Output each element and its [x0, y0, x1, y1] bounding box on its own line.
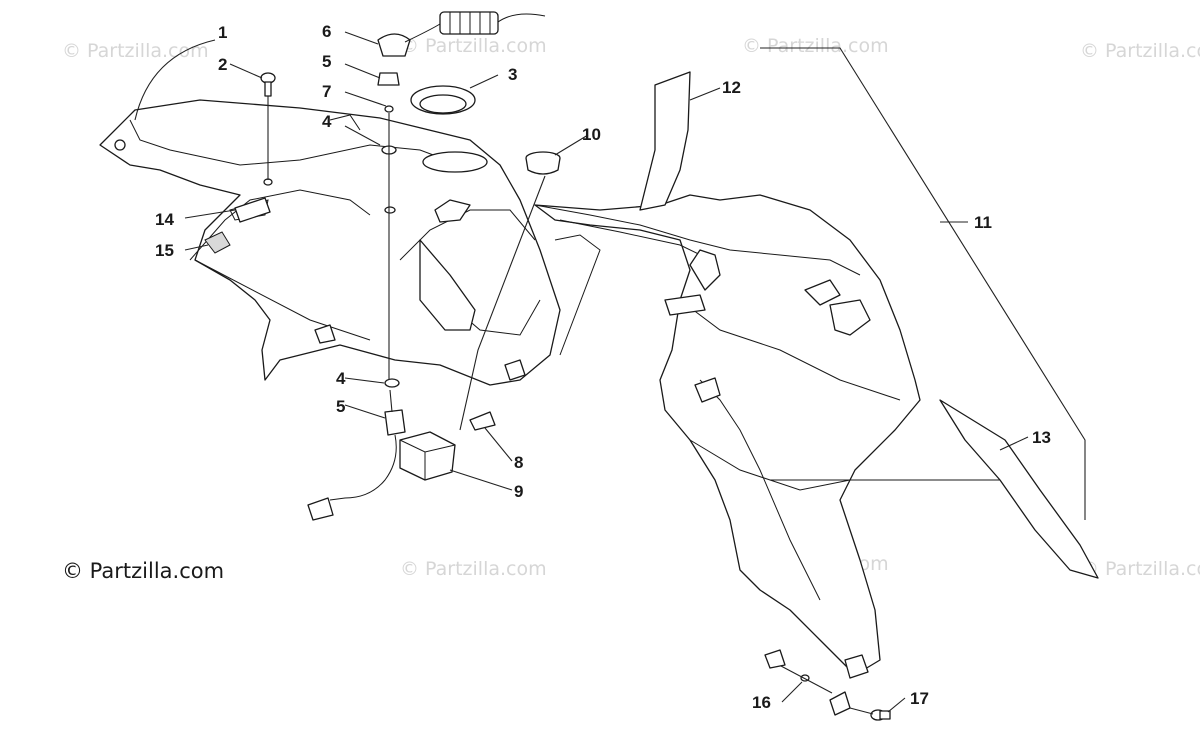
- left-console-panel: [99, 99, 561, 386]
- callout-14: 14: [155, 210, 174, 229]
- callout-17: 17: [910, 689, 929, 708]
- callout-4-lower: 4: [336, 369, 346, 388]
- watermark: © Partzilla.com: [400, 35, 547, 57]
- nut-5-upper: [377, 72, 400, 86]
- callout-7: 7: [322, 82, 331, 101]
- callout-12: 12: [722, 78, 741, 97]
- callout-4-upper: 4: [322, 112, 332, 131]
- watermark: © Partzilla.com: [742, 35, 889, 57]
- sensor-5-lower: [307, 409, 406, 521]
- decal-14: [234, 197, 271, 223]
- ring-3: [410, 85, 476, 115]
- cap-6: [377, 11, 546, 57]
- washer-7: [384, 105, 394, 113]
- watermark: © Partzilla.com: [400, 558, 547, 580]
- watermark: © Partzilla.com: [1080, 40, 1200, 62]
- callouts: 1 2 3 4 4 5 5 6 7 8 9 10 11 12 13 14 15 …: [155, 22, 1051, 712]
- callout-16: 16: [752, 693, 771, 712]
- decal-15: [204, 231, 231, 254]
- right-side-panel: [534, 194, 1005, 679]
- screw-17: [870, 709, 891, 721]
- callout-2: 2: [218, 55, 227, 74]
- watermark-main: © Partzilla.com: [62, 559, 224, 583]
- clip-16: [764, 649, 786, 669]
- callout-5-upper: 5: [322, 52, 331, 71]
- callout-9: 9: [514, 482, 523, 501]
- watermark: © Partzilla.com: [1080, 558, 1200, 580]
- callout-1: 1: [218, 23, 227, 42]
- decal-12: [639, 71, 691, 211]
- callout-8: 8: [514, 453, 523, 472]
- callout-3: 3: [508, 65, 517, 84]
- callout-13: 13: [1032, 428, 1051, 447]
- callout-6: 6: [322, 22, 331, 41]
- callout-11: 11: [974, 213, 992, 232]
- washer-4-lower: [384, 378, 400, 388]
- watermarks: © Partzilla.com © Partzilla.com © Partzi…: [62, 35, 1200, 583]
- relay-9: [399, 431, 456, 481]
- screw-2: [260, 72, 276, 97]
- grommet-10: [525, 151, 561, 175]
- callout-15: 15: [155, 241, 174, 260]
- decal-13: [939, 399, 1099, 579]
- watermark: © Partzilla.com: [62, 40, 209, 62]
- clip-8: [469, 411, 496, 431]
- callout-10: 10: [582, 125, 601, 144]
- callout-5-lower: 5: [336, 397, 345, 416]
